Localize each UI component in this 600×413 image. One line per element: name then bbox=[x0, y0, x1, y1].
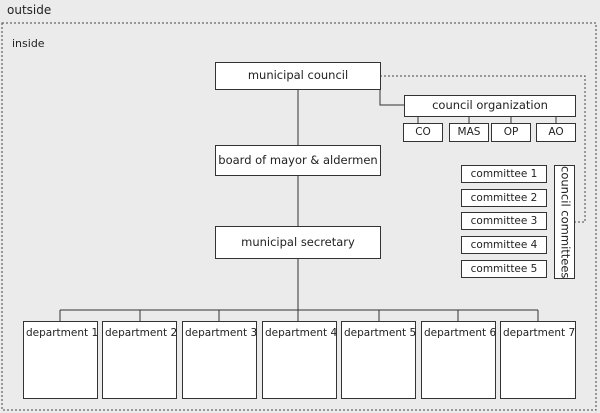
board-box: board of mayor & aldermen bbox=[215, 145, 381, 176]
department-3-box: department 3 bbox=[182, 321, 257, 399]
council-to-organization-line bbox=[379, 76, 404, 106]
municipal-secretary-box: municipal secretary bbox=[215, 226, 381, 259]
outside-zone-label: outside bbox=[7, 3, 52, 17]
department-1-box: department 1 bbox=[23, 321, 98, 399]
org-unit-co: CO bbox=[403, 123, 443, 142]
department-4-box: department 4 bbox=[262, 321, 337, 399]
committee-3-box: committee 3 bbox=[461, 212, 547, 230]
org-unit-op: OP bbox=[491, 123, 531, 142]
inside-zone-label: inside bbox=[12, 37, 45, 50]
inside-zone-border bbox=[1, 22, 597, 411]
committee-4-box: committee 4 bbox=[461, 236, 547, 254]
department-7-box: department 7 bbox=[500, 321, 576, 399]
council-to-committees-dashed-line bbox=[380, 75, 586, 223]
committee-1-box: committee 1 bbox=[461, 165, 547, 183]
council-committees-box: council committees bbox=[554, 165, 575, 279]
org-unit-ao: AO bbox=[536, 123, 576, 142]
department-5-box: department 5 bbox=[341, 321, 416, 399]
committee-5-box: committee 5 bbox=[461, 260, 547, 278]
department-6-box: department 6 bbox=[421, 321, 496, 399]
committee-2-box: committee 2 bbox=[461, 189, 547, 207]
council-organization-box: council organization bbox=[404, 95, 576, 117]
org-unit-mas: MAS bbox=[449, 123, 489, 142]
department-2-box: department 2 bbox=[102, 321, 177, 399]
municipal-council-box: municipal council bbox=[215, 62, 381, 90]
